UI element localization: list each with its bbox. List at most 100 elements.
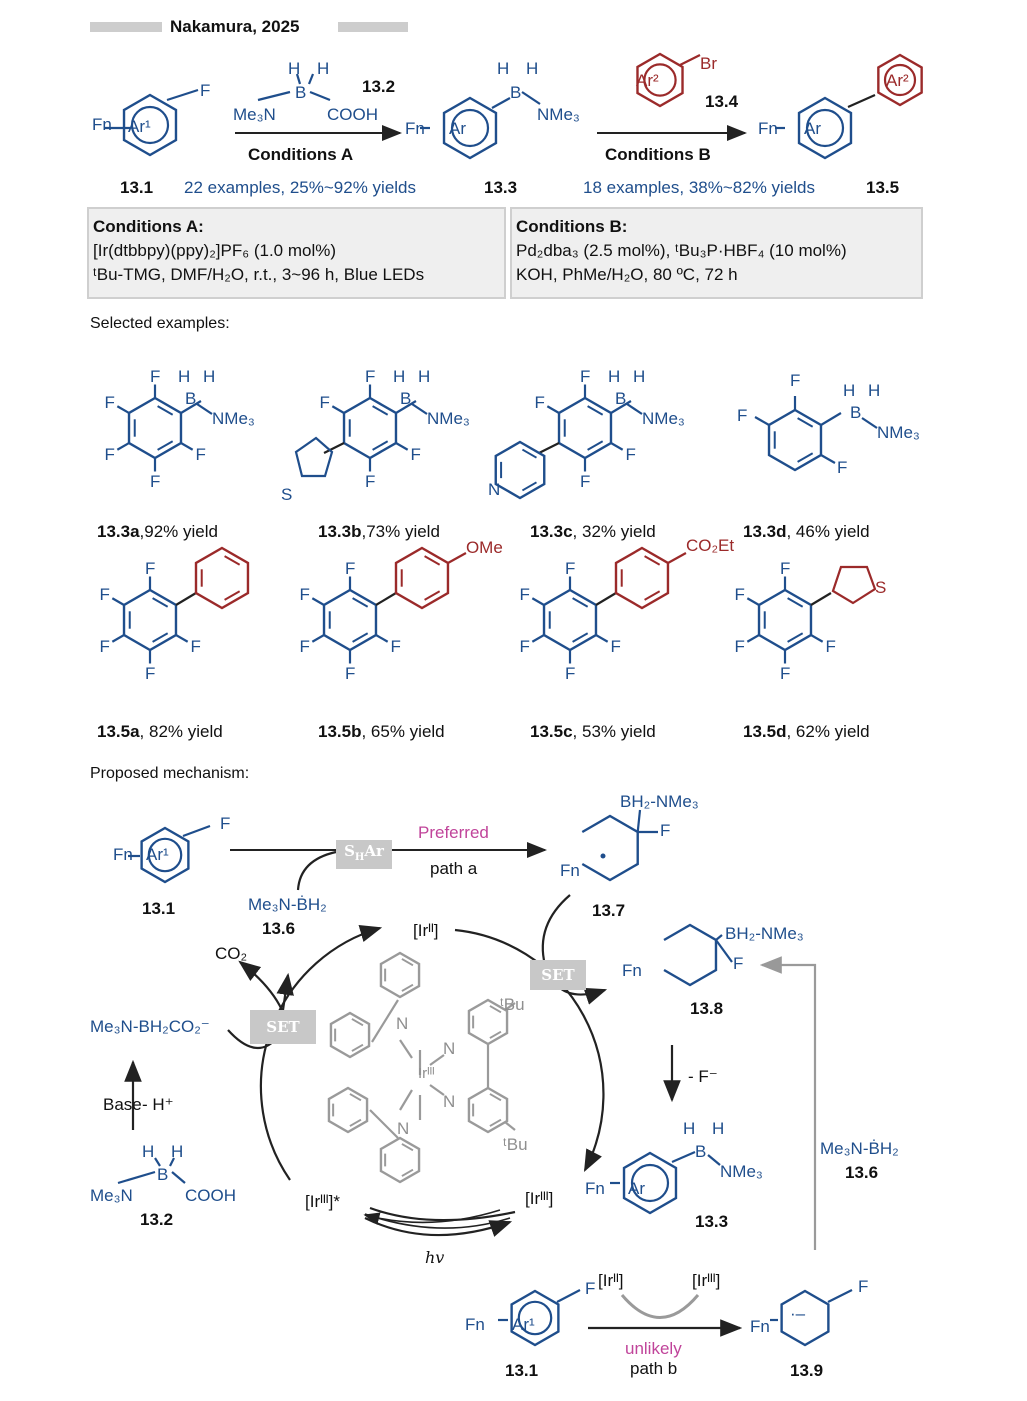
ir2-top: [Irᴵᴵ] (413, 921, 439, 940)
bond (572, 632, 589, 643)
nitrogen-atom: N (488, 480, 501, 499)
benzene-ring (557, 396, 613, 460)
mech-sm-f: F (220, 814, 231, 833)
acid-label: 13.2 (140, 1210, 174, 1229)
bond (375, 634, 389, 643)
reagent-hh: H H (288, 59, 336, 78)
pb-sm-fn: Fn (465, 1315, 485, 1334)
bond (671, 1150, 696, 1164)
fluorine-atom: F (565, 663, 576, 683)
benzene-ring (329, 1011, 371, 1059)
radical-right-label: 13.6 (845, 1163, 879, 1182)
bond (166, 88, 199, 102)
yield: , 32% yield (572, 522, 656, 541)
fluorine-atom: F (410, 445, 421, 465)
reagent-label: 13.2 (362, 77, 396, 96)
bond (587, 405, 604, 416)
bond (171, 1171, 186, 1184)
bond (372, 440, 389, 451)
yield: , 65% yield (361, 722, 445, 741)
hv-arrow (363, 1209, 501, 1225)
bond (399, 1039, 413, 1059)
curved-arrow (238, 960, 283, 1011)
conditions-b-line: Pd₂dba₃ (2.5 mol%), ᵗBu₃P·HBF₄ (10 mol%) (516, 241, 847, 260)
bond (556, 1289, 581, 1303)
radical-13-6: Me₃N-ḂH₂ (248, 895, 327, 914)
fluorine-atom: F (104, 445, 115, 465)
path-a-label: path a (430, 859, 478, 878)
bond (489, 1030, 502, 1039)
bond (307, 73, 315, 85)
compound-id: 13.3a (97, 522, 140, 541)
p1-hh: H H (497, 59, 545, 78)
fluorine-atom: F (145, 558, 156, 578)
bond (196, 403, 213, 415)
i7-f: F (660, 821, 671, 840)
bond (746, 597, 760, 606)
fluorine-atom: F (365, 471, 376, 491)
bond (746, 634, 760, 643)
fluorine-atom: F (390, 637, 401, 657)
radical-label: 13.6 (262, 919, 296, 938)
p3-label: 13.3 (695, 1212, 729, 1231)
acid-amine: Me₃N (90, 1186, 133, 1205)
bond (644, 590, 661, 601)
example-label: 13.3d, 46% yield (743, 523, 870, 540)
bond (531, 634, 545, 643)
bond (429, 1084, 445, 1096)
fluorine-atom: F (299, 637, 310, 657)
benzene-ring (342, 396, 398, 460)
bond (595, 634, 609, 643)
benzene-ring (797, 96, 853, 160)
fluorine-atom: F (150, 366, 161, 386)
yield: , 62% yield (786, 722, 870, 741)
co2: CO₂ (215, 944, 248, 963)
benzene-ring (510, 1289, 560, 1347)
bond (797, 417, 814, 428)
borane-hh: H H (178, 367, 220, 386)
nme3-group: NMe₃ (212, 409, 255, 428)
bond (810, 634, 824, 643)
bond (610, 442, 624, 451)
bond (175, 592, 197, 606)
bond (224, 590, 241, 601)
compound-id: 13.5c (530, 722, 573, 741)
bond (349, 1118, 362, 1127)
aromatic-circle (130, 105, 170, 145)
fluorine-atom: F (319, 392, 330, 412)
bond (636, 809, 642, 833)
i8-bh2: BH₂-NMe₃ (725, 924, 804, 943)
bond (787, 597, 804, 608)
boron-atom: B (400, 389, 412, 408)
benzene-ring (542, 588, 598, 652)
compound-id: 13.3c (530, 522, 573, 541)
scope-a: 22 examples, 25%~92% yields (184, 178, 416, 197)
acid-hh: H H (142, 1142, 190, 1161)
sm-fn: Fn (92, 115, 112, 134)
example-label: 13.5c, 53% yield (530, 723, 656, 740)
mech-sm-label: 13.1 (142, 899, 176, 918)
nme3-group: NMe₃ (877, 423, 920, 442)
p3-amine: NMe₃ (720, 1162, 763, 1181)
bond (521, 91, 541, 105)
pb-p-f: F (858, 1277, 869, 1296)
bond (111, 634, 125, 643)
cyclohexadienyl-ring (663, 923, 718, 987)
radical-13-6-right: Me₃N-ḂH₂ (820, 1139, 899, 1158)
bond (401, 1143, 414, 1152)
bond (111, 597, 125, 606)
sm-ar: Ar¹ (128, 117, 151, 136)
fluorine-atom: F (190, 637, 201, 657)
i7-fn: Fn (560, 861, 580, 880)
compound-id: 13.3d (743, 522, 787, 541)
bond (182, 824, 211, 838)
bond (157, 405, 174, 416)
bond (715, 939, 733, 963)
bond (323, 442, 345, 454)
bond (587, 440, 604, 451)
benzene-ring (122, 93, 178, 157)
bond (372, 405, 389, 416)
carboxylate: Me₃N-BH₂CO₂⁻ (90, 1017, 210, 1036)
methoxy-group: OMe (465, 538, 503, 557)
